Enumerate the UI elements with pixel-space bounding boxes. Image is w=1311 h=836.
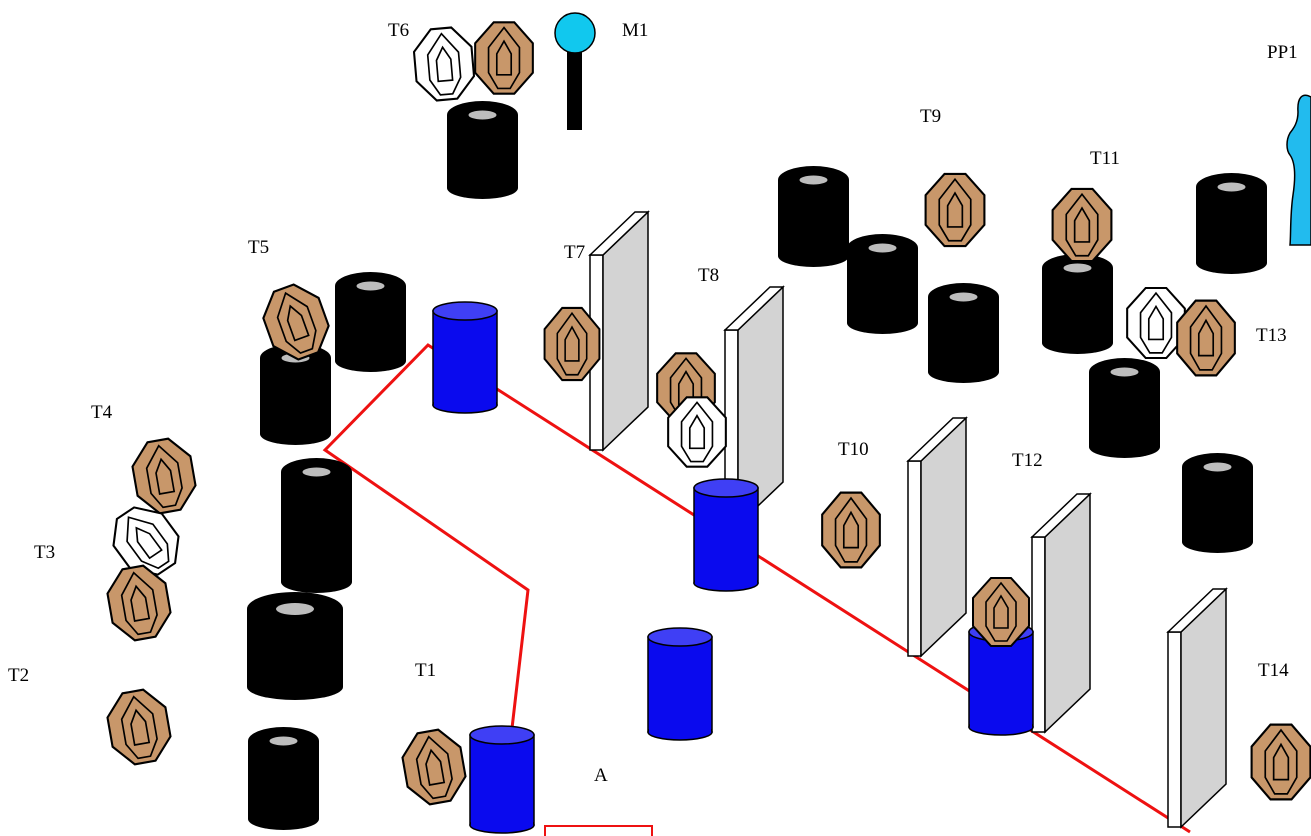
label-t6: T6 <box>388 20 409 41</box>
tire-stack-icon <box>1042 254 1113 354</box>
steel-popper-icon <box>554 12 596 130</box>
tire-stack-icon <box>1089 358 1160 458</box>
no-shoot-target-icon <box>412 26 476 102</box>
paper-target-icon <box>262 283 330 361</box>
paper-target-icon <box>401 728 467 806</box>
label-t14: T14 <box>1258 660 1289 681</box>
wall-icon <box>906 416 968 658</box>
label-t5: T5 <box>248 237 269 258</box>
label-t3: T3 <box>34 542 55 563</box>
tire-stack-icon <box>248 727 319 830</box>
label-t11: T11 <box>1090 148 1120 169</box>
label-t1: T1 <box>415 660 436 681</box>
barrel-icon <box>469 725 535 834</box>
tire-stack-icon <box>1182 453 1253 553</box>
paper-target-icon <box>106 564 172 642</box>
label-t2: T2 <box>8 665 29 686</box>
barrel-icon <box>432 301 498 414</box>
no-shoot-target-icon <box>1126 286 1186 360</box>
tire-stack-icon <box>247 592 343 700</box>
tire-stack-icon <box>928 283 999 383</box>
paper-target-icon <box>924 172 986 248</box>
pepper-popper-icon <box>1286 94 1311 246</box>
label-t4: T4 <box>91 402 113 423</box>
paper-target-icon <box>474 21 534 95</box>
tire-stack-icon <box>447 101 518 199</box>
label-m1: M1 <box>622 20 648 41</box>
label-start-area: A <box>594 765 608 786</box>
tire-stack-icon <box>335 272 406 372</box>
label-t12: T12 <box>1012 450 1043 471</box>
tire-stack-icon <box>847 234 918 334</box>
paper-target-icon <box>1176 299 1236 377</box>
tire-stack-icon <box>1196 173 1267 274</box>
wall-icon <box>1030 492 1092 734</box>
label-t9: T9 <box>920 106 941 127</box>
fault-line <box>322 343 1191 834</box>
wall-icon <box>723 285 785 527</box>
paper-target-icon <box>821 491 881 569</box>
label-t13: T13 <box>1256 325 1287 346</box>
paper-target-icon <box>1051 187 1113 263</box>
label-pp1: PP1 <box>1267 42 1298 63</box>
wall-icon <box>1166 587 1228 829</box>
label-t7: T7 <box>564 242 585 263</box>
tire-stack-icon <box>281 458 352 593</box>
label-t10: T10 <box>838 439 869 460</box>
start-box <box>544 825 653 836</box>
no-shoot-target-icon <box>667 396 727 468</box>
paper-target-icon <box>131 437 197 515</box>
paper-target-icon <box>106 688 172 766</box>
barrel-icon <box>693 478 759 592</box>
label-t8: T8 <box>698 265 719 286</box>
paper-target-icon <box>1250 723 1311 801</box>
paper-target-icon <box>972 577 1030 647</box>
tire-stack-icon <box>778 166 849 267</box>
paper-target-icon <box>543 306 601 382</box>
barrel-icon <box>647 627 713 741</box>
no-shoot-target-icon <box>112 506 180 576</box>
